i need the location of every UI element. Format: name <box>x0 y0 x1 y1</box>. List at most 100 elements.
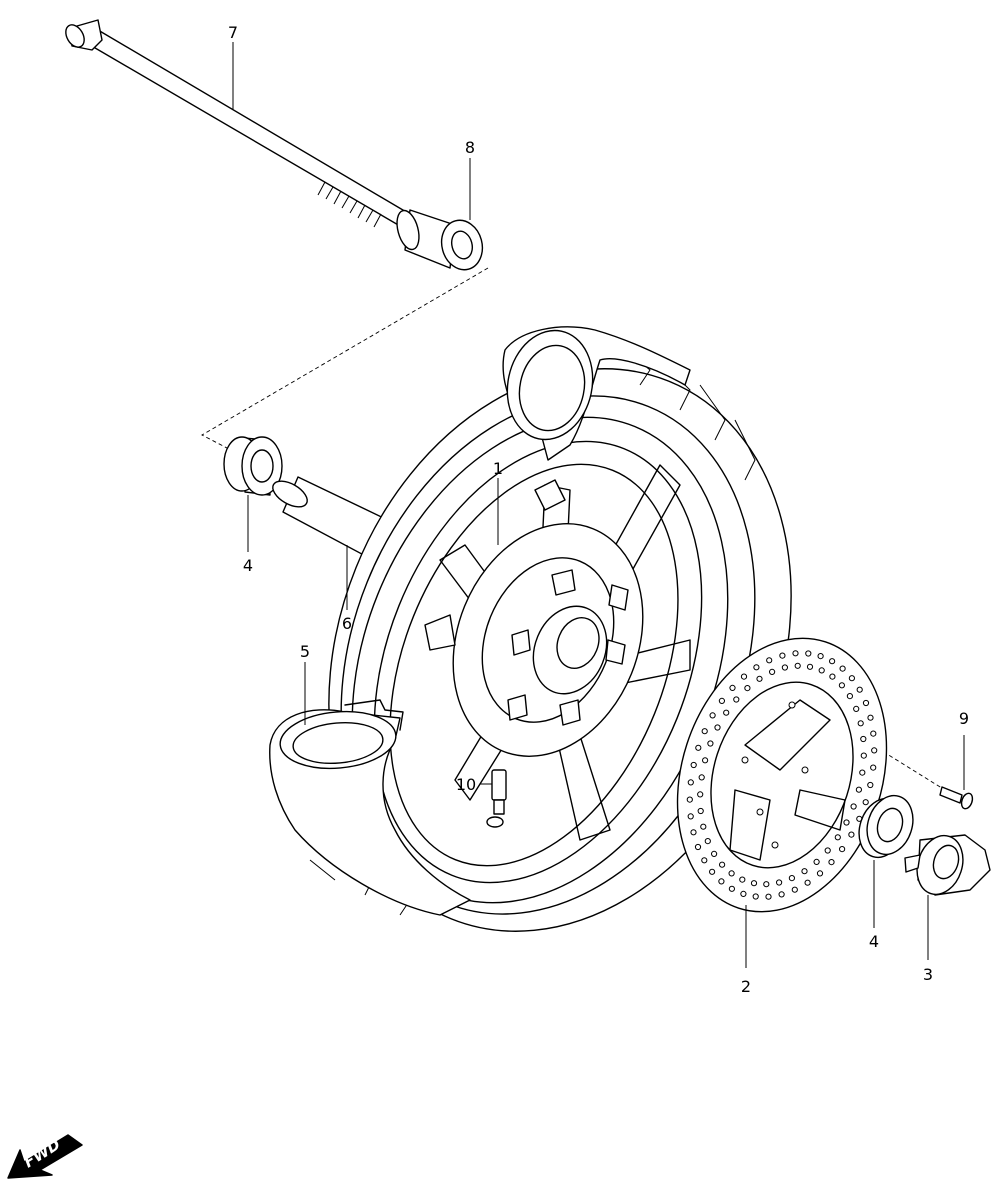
brake-disc-vent-hole <box>806 663 814 670</box>
callout-6: 6 <box>342 614 352 633</box>
brake-disc-vent-hole <box>838 682 846 689</box>
brake-disc-vent-hole <box>723 709 730 716</box>
brake-disc-vent-hole <box>697 791 704 798</box>
brake-disc-vent-hole <box>701 728 708 735</box>
brake-disc-vent-hole <box>867 714 874 721</box>
brake-disc-vent-hole <box>824 847 831 854</box>
brake-disc-vent-hole <box>740 673 748 680</box>
brake-disc-vent-hole <box>828 859 835 866</box>
callout-4-right: 4 <box>869 932 879 951</box>
part-5-tire-section-upper <box>502 326 691 461</box>
part-4-bearing-left <box>223 436 283 496</box>
brake-disc-vent-hole <box>839 665 846 672</box>
brake-disc-vent-hole <box>829 658 836 665</box>
brake-disc-vent-hole <box>728 885 736 892</box>
callout-8: 8 <box>465 138 475 157</box>
brake-disc-vent-hole <box>718 697 726 705</box>
callout-5: 5 <box>300 642 310 661</box>
brake-disc-vent-hole <box>871 747 878 754</box>
brake-disc-vent-hole <box>834 834 841 841</box>
brake-disc-vent-hole <box>697 807 704 815</box>
brake-disc-vent-hole <box>695 744 702 751</box>
brake-disc-vent-hole <box>776 879 783 886</box>
brake-disc-vent-hole <box>862 699 870 707</box>
brake-disc-vent-hole <box>818 667 825 674</box>
brake-disc-vent-hole <box>846 693 854 700</box>
brake-disc-vent-hole <box>805 650 812 657</box>
brake-disc-vent-hole <box>719 861 726 868</box>
brake-disc-vent-hole <box>870 730 877 737</box>
brake-disc-vent-hole <box>801 868 808 875</box>
brake-disc-vent-hole <box>728 870 735 877</box>
brake-disc-vent-hole <box>855 786 863 793</box>
callout-2: 2 <box>741 977 751 996</box>
part-2-brake-disc <box>676 637 888 913</box>
brake-disc-vent-holes <box>686 650 878 900</box>
brake-disc-vent-hole <box>701 857 708 864</box>
brake-disc-vent-hole <box>870 764 877 771</box>
brake-disc-vent-hole <box>860 735 867 743</box>
brake-disc-vent-hole <box>792 650 799 657</box>
brake-disc-vent-hole <box>778 891 785 898</box>
callout-10: 10 <box>456 775 476 794</box>
brake-disc-vent-hole <box>769 668 776 676</box>
brake-disc-vent-hole <box>860 752 867 759</box>
brake-disc-vent-hole <box>711 850 718 858</box>
brake-disc-vent-hole <box>829 673 836 680</box>
brake-disc-vent-hole <box>766 657 773 664</box>
brake-disc-vent-hole <box>848 675 856 682</box>
brake-disc-vent-hole <box>791 886 798 893</box>
brake-disc-vent-hole <box>763 881 770 888</box>
brake-disc-vent-hole <box>687 779 694 786</box>
brake-disc-vent-hole <box>718 878 725 885</box>
brake-disc-vent-hole <box>687 813 694 820</box>
callout-9: 9 <box>959 709 969 728</box>
callout-4-left: 4 <box>243 556 253 575</box>
brake-disc-vent-hole <box>813 858 820 866</box>
brake-disc-vent-hole <box>709 868 716 875</box>
part-10-valve <box>486 769 507 828</box>
brake-disc-vent-hole <box>817 653 824 660</box>
brake-disc-vent-hole <box>694 843 702 851</box>
part-8-collar <box>396 209 484 271</box>
brake-disc-vent-hole <box>843 819 850 826</box>
brake-disc-vent-hole <box>739 876 746 883</box>
brake-disc-vent-hole <box>850 803 857 810</box>
brake-disc-vent-hole <box>750 880 758 887</box>
brake-disc-vent-hole <box>729 684 736 692</box>
brake-disc-vent-hole <box>690 761 697 769</box>
brake-disc-vent-hole <box>816 870 824 877</box>
brake-disc-vent-hole <box>862 799 869 806</box>
callout-labels: 7 8 1 4 6 5 10 9 2 4 3 <box>228 23 969 996</box>
brake-disc-vent-hole <box>788 875 796 882</box>
brake-disc-vent-hole <box>733 696 740 703</box>
brake-disc-vent-hole <box>794 662 801 669</box>
brake-disc-vent-hole <box>848 831 855 838</box>
callout-1: 1 <box>493 459 503 478</box>
brake-disc-vent-hole <box>853 705 860 713</box>
brake-disc-vent-hole <box>804 879 811 886</box>
brake-disc-vent-hole <box>753 664 760 671</box>
part-5-tire-section-lower <box>269 699 471 916</box>
brake-disc-vent-hole <box>714 724 721 731</box>
brake-disc-vent-hole <box>859 769 866 776</box>
brake-disc-vent-hole <box>779 652 786 659</box>
part-7-axle <box>65 19 409 228</box>
brake-disc-vent-hole <box>740 890 747 898</box>
brake-disc-vent-hole <box>707 740 714 747</box>
brake-disc-vent-hole <box>867 781 874 789</box>
brake-disc-vent-hole <box>698 774 705 781</box>
brake-disc-vent-hole <box>856 686 863 693</box>
part-9-bolt <box>939 786 974 810</box>
brake-disc-vent-hole <box>756 675 763 682</box>
brake-disc-vent-hole <box>700 823 707 830</box>
fwd-direction-badge: FWD <box>7 1134 83 1179</box>
brake-disc-vent-hole <box>744 685 751 692</box>
brake-disc-vent-hole <box>686 796 693 803</box>
part-4-bearing-right <box>858 794 914 859</box>
brake-disc-vent-hole <box>752 893 759 900</box>
brake-disc-vent-hole <box>702 757 709 764</box>
brake-disc-vent-hole <box>709 712 716 719</box>
part-1-wheel <box>289 334 792 932</box>
